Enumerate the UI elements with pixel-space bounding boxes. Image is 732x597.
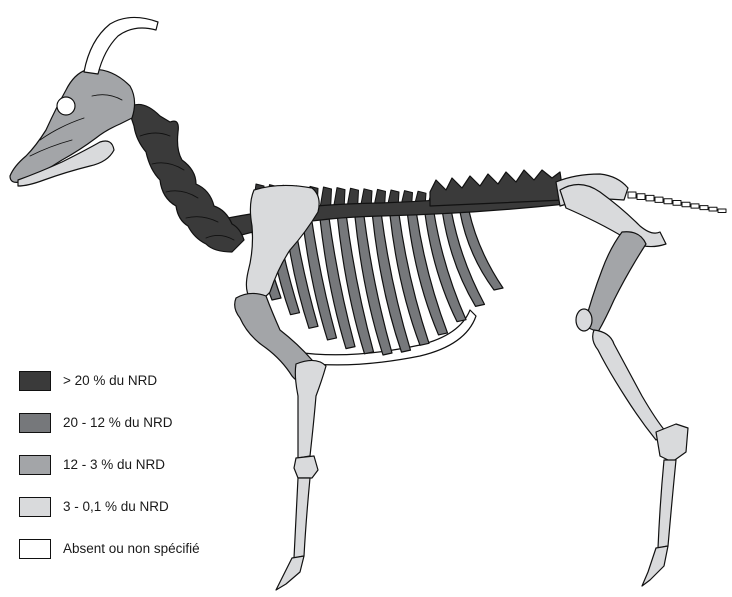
legend-item: 12 - 3 % du NRD	[19, 454, 279, 475]
caudal-vertebra	[682, 202, 690, 207]
caudal-vertebra	[628, 192, 636, 198]
front-phalanges	[276, 556, 304, 590]
caudal-vertebra	[664, 199, 672, 204]
tibia	[593, 330, 666, 440]
metatarsal	[658, 460, 676, 548]
hind-tarsals	[656, 424, 688, 462]
caudal-vertebrae	[628, 192, 726, 213]
legend-label: 20 - 12 % du NRD	[63, 415, 173, 430]
legend-item: > 20 % du NRD	[19, 370, 279, 391]
lumbar-vertebrae	[430, 170, 564, 206]
legend-swatch	[19, 455, 51, 475]
caudal-vertebra	[700, 206, 708, 210]
horn	[84, 17, 158, 74]
front-carpals	[294, 456, 318, 478]
femur	[584, 232, 646, 332]
caudal-vertebra	[637, 194, 645, 200]
caudal-vertebra	[691, 204, 699, 208]
legend-item: Absent ou non spécifié	[19, 538, 279, 559]
patella	[576, 309, 592, 331]
caudal-vertebra	[655, 197, 663, 202]
legend-item: 3 - 0,1 % du NRD	[19, 496, 279, 517]
radius-ulna	[295, 360, 326, 458]
orbit	[57, 97, 75, 115]
legend-swatch	[19, 497, 51, 517]
legend-label: 3 - 0,1 % du NRD	[63, 499, 169, 514]
legend-item: 20 - 12 % du NRD	[19, 412, 279, 433]
legend-swatch	[19, 371, 51, 391]
legend-swatch	[19, 413, 51, 433]
caudal-vertebra	[709, 207, 717, 211]
hind-phalanges	[642, 546, 668, 586]
caudal-vertebra	[673, 201, 681, 206]
caudal-vertebra	[646, 195, 654, 201]
metacarpal	[294, 478, 310, 558]
legend-swatch	[19, 539, 51, 559]
legend-label: 12 - 3 % du NRD	[63, 457, 165, 472]
legend-label: > 20 % du NRD	[63, 373, 157, 388]
legend: > 20 % du NRD 20 - 12 % du NRD 12 - 3 % …	[19, 370, 279, 580]
caudal-vertebra	[718, 209, 726, 213]
cervical-vertebrae	[128, 104, 244, 252]
legend-label: Absent ou non spécifié	[63, 541, 200, 556]
